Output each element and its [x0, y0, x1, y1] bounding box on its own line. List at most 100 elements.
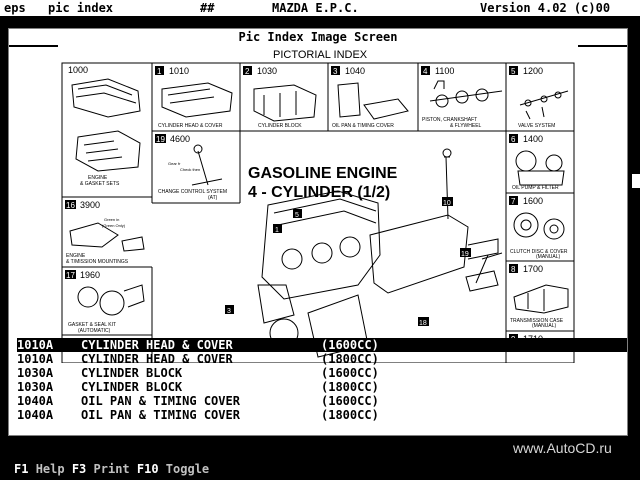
badge-3: 3: [333, 67, 338, 76]
note-check: Check then: [180, 167, 200, 172]
pic-index-window: Pic Index Image Screen PICTORIAL INDEX: [8, 28, 628, 436]
cell-1100-cap1: PISTON, CRANKSHAFT: [422, 117, 477, 123]
note-gear: Gear fr: [168, 161, 181, 166]
badge-5: 5: [511, 67, 516, 76]
part-spec: (1800CC): [321, 380, 379, 394]
cell-3900-num: 3900: [80, 200, 100, 210]
engine-title-1: GASOLINE ENGINE: [248, 165, 398, 182]
version-label: Version 4.02 (c)00: [480, 1, 611, 15]
callout-18: 18: [419, 320, 427, 327]
cell-4600-num: 4600: [170, 134, 190, 144]
f1-key[interactable]: F1: [14, 462, 29, 476]
badge-19: 19: [156, 135, 165, 144]
cell-3900-cap1: ENGINE: [66, 253, 86, 259]
parts-row[interactable]: 1040A OIL PAN & TIMING COVER (1600CC): [17, 394, 627, 408]
part-code: 1010A: [17, 338, 54, 352]
pictorial-index-image[interactable]: PICTORIAL INDEX: [58, 45, 578, 363]
badge-17: 17: [66, 271, 75, 280]
part-name: OIL PAN & TIMING COVER: [81, 394, 240, 408]
cell-4600-cap1: CHANGE CONTROL SYSTEM: [158, 189, 227, 195]
engine-title-2: 4 - CYLINDER (1/2): [248, 184, 390, 201]
callout-19: 19: [461, 251, 469, 258]
callout-5: 5: [295, 212, 299, 219]
part-code: 1040A: [17, 394, 54, 408]
part-spec: (1600CC): [321, 338, 379, 352]
cell-1000-cap2: & GASKET SETS: [80, 181, 120, 187]
cell-1100-cap2: & FLYWHEEL: [450, 123, 482, 129]
cell-1600-cap1: CLUTCH DISC & COVER: [510, 249, 568, 255]
cell-1960-num: 1960: [80, 270, 100, 280]
cell-1960-cap2: (AUTOMATIC): [78, 328, 111, 334]
cell-3900-cap2: & T/MISSION MOUNTINGS: [66, 259, 129, 265]
part-name: CYLINDER BLOCK: [81, 366, 183, 380]
part-spec: (1600CC): [321, 366, 379, 380]
note-green-only: (Green Only): [102, 223, 126, 228]
part-spec: (1600CC): [321, 394, 379, 408]
badge-16: 16: [66, 201, 75, 210]
cell-1000-num: 1000: [68, 65, 88, 75]
index-grid: [61, 62, 575, 363]
badge-8: 8: [511, 265, 516, 274]
cell-1040-num: 1040: [345, 66, 365, 76]
cell-1000-cap1: ENGINE: [88, 175, 108, 181]
cell-4600-cap2: (AT): [208, 195, 218, 201]
cell-1030-cap: CYLINDER BLOCK: [258, 123, 302, 129]
top-status-bar: eps pic index ## MAZDA E.P.C. Version 4.…: [0, 0, 640, 16]
parts-row[interactable]: 1040A OIL PAN & TIMING COVER (1800CC): [17, 408, 627, 422]
menu-pic-index[interactable]: pic index: [48, 1, 114, 15]
cell-1700-cap1: TRANSMISSION CASE: [510, 318, 564, 324]
part-name: OIL PAN & TIMING COVER: [81, 408, 240, 422]
engine-sketches: [69, 78, 569, 358]
pictorial-heading: PICTORIAL INDEX: [273, 49, 368, 61]
callout-3: 3: [227, 308, 231, 315]
scroll-indicator[interactable]: [632, 174, 640, 188]
part-name: CYLINDER HEAD & COVER: [81, 338, 233, 352]
part-code: 1030A: [17, 366, 54, 380]
cell-1600-num: 1600: [523, 196, 543, 206]
part-spec: (1800CC): [321, 352, 379, 366]
badge-1: 1: [157, 67, 162, 76]
cell-1400-num: 1400: [523, 134, 543, 144]
cell-1100-num: 1100: [435, 66, 454, 76]
part-code: 1040A: [17, 408, 54, 422]
cell-1700-cap2: (MANUAL): [532, 323, 557, 329]
parts-row[interactable]: 1010A CYLINDER HEAD & COVER (1600CC): [17, 338, 627, 352]
function-key-bar: F1 Help F3 Print F10 Toggle: [14, 462, 209, 476]
hash-marker: ##: [200, 1, 215, 15]
badge-2: 2: [245, 67, 250, 76]
badge-7: 7: [511, 197, 516, 206]
parts-row[interactable]: 1030A CYLINDER BLOCK (1800CC): [17, 380, 627, 394]
cell-1200-num: 1200: [523, 66, 543, 76]
part-spec: (1800CC): [321, 408, 379, 422]
window-title: Pic Index Image Screen: [238, 30, 398, 44]
product-title: MAZDA E.P.C.: [272, 1, 359, 15]
f3-label[interactable]: Print: [93, 462, 130, 476]
parts-list: 1010A CYLINDER HEAD & COVER (1600CC) 101…: [17, 338, 627, 422]
part-code: 1010A: [17, 352, 54, 366]
cell-1040-cap: OIL PAN & TIMING COVER: [332, 123, 394, 129]
callout-10: 10: [443, 200, 451, 207]
cell-1400-cap: OIL PUMP & FILTER: [512, 185, 559, 191]
part-code: 1030A: [17, 380, 54, 394]
cell-1600-cap2: (MANUAL): [536, 254, 561, 260]
part-name: CYLINDER HEAD & COVER: [81, 352, 233, 366]
cell-1030-num: 1030: [257, 66, 277, 76]
callout-1: 1: [275, 227, 279, 234]
badge-6: 6: [511, 135, 516, 144]
menu-eps[interactable]: eps: [4, 1, 26, 15]
part-name: CYLINDER BLOCK: [81, 380, 183, 394]
badge-4: 4: [423, 67, 428, 76]
f3-key[interactable]: F3: [71, 462, 87, 476]
f10-key[interactable]: F10: [136, 462, 159, 476]
parts-row[interactable]: 1030A CYLINDER BLOCK (1600CC): [17, 366, 627, 380]
note-green: Green in: [104, 217, 119, 222]
cell-1700-num: 1700: [523, 264, 543, 274]
pictorial-index-drawing: PICTORIAL INDEX: [61, 49, 575, 363]
f10-label[interactable]: Toggle: [165, 462, 210, 476]
parts-row[interactable]: 1010A CYLINDER HEAD & COVER (1800CC): [17, 352, 627, 366]
watermark-text: www.AutoCD.ru: [513, 440, 612, 456]
f1-label[interactable]: Help: [35, 462, 65, 476]
cell-1200-cap: VALVE SYSTEM: [518, 123, 555, 129]
cell-1010-num: 1010: [169, 66, 189, 76]
cell-1960-cap1: GASKET & SEAL KIT: [68, 322, 116, 328]
